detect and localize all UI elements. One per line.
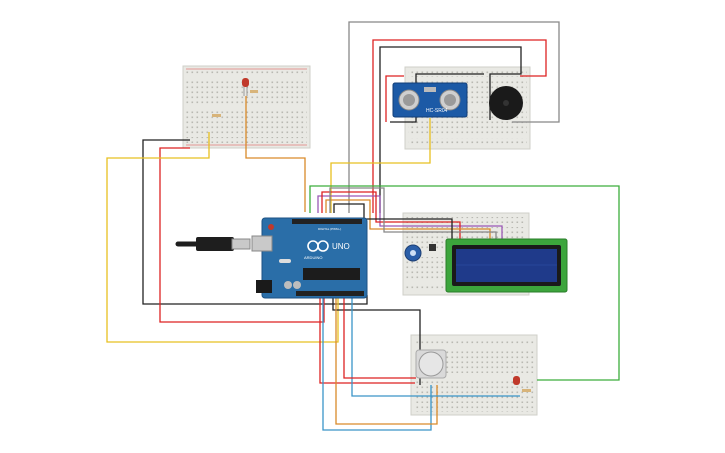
wire-orange-lcd[interactable] <box>325 199 491 240</box>
wire-black-bottom[interactable] <box>332 295 421 385</box>
wire-green-right[interactable] <box>309 185 620 381</box>
arduino-brand: UNO <box>332 242 350 251</box>
ultrasonic-sensor-icon[interactable]: HC-SR04 <box>392 82 468 118</box>
led-top-left[interactable] <box>242 78 249 96</box>
arduino-board-text: ARDUINO <box>304 255 322 260</box>
wire-yellow-left[interactable] <box>106 132 339 343</box>
resistor-bottom-right[interactable] <box>522 389 531 392</box>
resistor-top-left-2[interactable] <box>212 114 221 117</box>
arduino-uno-board[interactable]: UNO ARDUINO DIGITAL (PWM~) <box>251 217 368 299</box>
usb-cable-icon[interactable] <box>175 237 251 251</box>
potentiometer-icon[interactable] <box>404 244 422 262</box>
wire-gray-top[interactable] <box>348 21 560 213</box>
wire-black-lcd[interactable] <box>333 203 453 240</box>
arduino-logo-icon <box>307 240 329 252</box>
led-bottom-right[interactable] <box>513 376 520 385</box>
ultrasonic-label: HC-SR04 <box>426 108 448 114</box>
arduino-header-label: DIGITAL (PWM~) <box>318 227 341 231</box>
wire-red-ultrasonic[interactable] <box>385 75 404 122</box>
wire-red-bottom[interactable] <box>319 295 415 384</box>
joystick-icon[interactable] <box>415 349 447 379</box>
wire-red-bottom-2[interactable] <box>343 295 416 379</box>
wire-gray-lcd[interactable] <box>329 187 497 240</box>
wire-red-lcd[interactable] <box>321 191 461 240</box>
small-component[interactable] <box>429 244 436 251</box>
wire-red-left[interactable] <box>159 147 325 323</box>
wire-orange-bottom[interactable] <box>335 295 438 425</box>
buzzer-icon[interactable] <box>489 86 523 120</box>
lcd-display[interactable] <box>445 238 568 293</box>
wire-black-top[interactable] <box>379 46 522 213</box>
wire-blue-bottom-1[interactable] <box>322 295 432 431</box>
resistor-top-left[interactable] <box>250 90 258 93</box>
wire-purple-lcd[interactable] <box>317 195 503 240</box>
wire-blue-bottom-2[interactable] <box>351 295 520 397</box>
wire-orange-led[interactable] <box>245 96 306 212</box>
wire-black-left[interactable] <box>142 139 368 305</box>
wire-red-top[interactable] <box>372 39 547 213</box>
